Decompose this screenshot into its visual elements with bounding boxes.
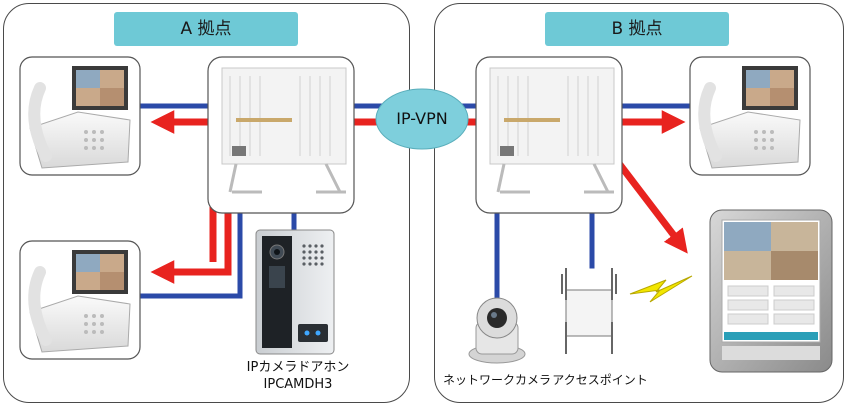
network-camera [468, 297, 526, 364]
site-b-label: B 拠点 [545, 12, 729, 46]
site-a-label: A 拠点 [114, 12, 298, 46]
ip-vpn-cloud [375, 88, 469, 150]
access-point [561, 268, 617, 354]
doorphone-label-line2: IPCAMDH3 [263, 377, 333, 392]
pbx-a [207, 56, 355, 214]
video-phone-a1 [19, 56, 141, 176]
doorphone-label-line1: IPカメラドアホン [246, 360, 350, 375]
access-point-label: アクセスポイント [552, 373, 648, 387]
ip-vpn-label: IP-VPN [396, 109, 448, 128]
video-phone-b [689, 56, 811, 176]
wireless-signal-icon [629, 275, 693, 303]
video-phone-a2 [19, 240, 141, 360]
tablet-device [709, 209, 833, 373]
pbx-b [475, 56, 623, 214]
network-camera-label: ネットワークカメラ [442, 373, 551, 387]
ip-camera-doorphone [255, 229, 335, 355]
